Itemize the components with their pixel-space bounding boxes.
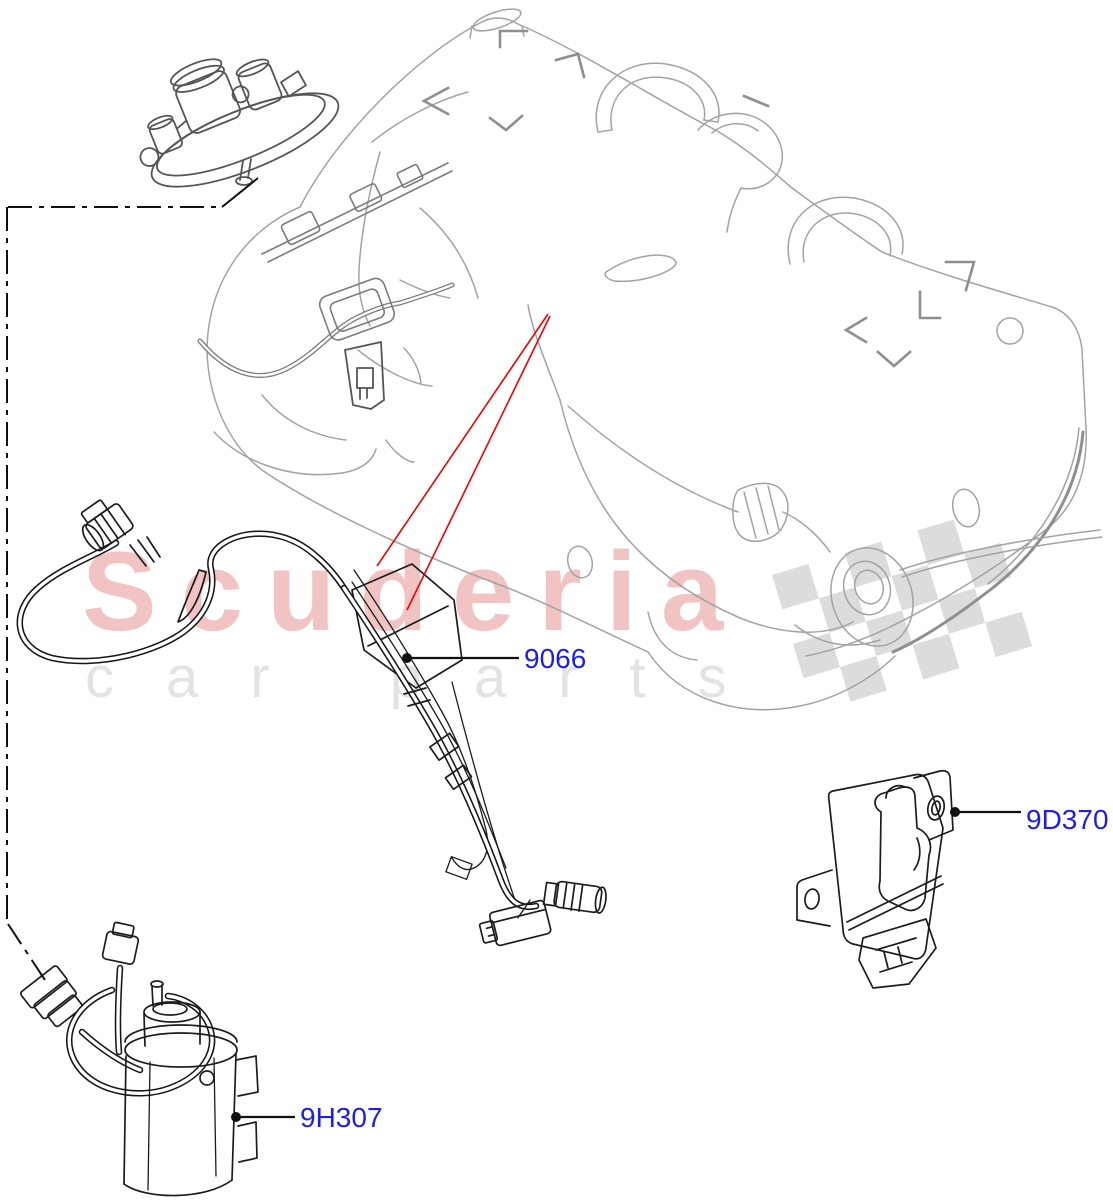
fuel-sender-flange-drawing xyxy=(139,58,340,188)
section-line xyxy=(6,177,259,981)
part-label-9066[interactable]: 9066 xyxy=(524,643,586,674)
checkered-flag-watermark-icon xyxy=(772,519,1033,702)
callout-9066: 9066 xyxy=(402,643,586,674)
tank-fuel-line-drawing xyxy=(197,162,455,410)
callout-dot-9h307 xyxy=(231,1112,241,1122)
watermark-brand-text: Scuderia xyxy=(82,529,747,654)
fuel-pump-control-module-drawing xyxy=(796,769,954,989)
fuel-pump-module-drawing xyxy=(19,921,259,1197)
fuel-pipe-assembly-drawing xyxy=(16,499,607,947)
callout-9h307: 9H307 xyxy=(231,1102,383,1133)
callout-dot-9d370 xyxy=(950,807,960,817)
part-label-9h307[interactable]: 9H307 xyxy=(300,1102,383,1133)
callout-dot-9066 xyxy=(402,653,412,663)
callout-9d370: 9D370 xyxy=(950,804,1109,835)
pointer-lines xyxy=(376,313,551,611)
part-label-9d370[interactable]: 9D370 xyxy=(1026,804,1109,835)
fuel-tank-drawing xyxy=(206,8,1103,711)
